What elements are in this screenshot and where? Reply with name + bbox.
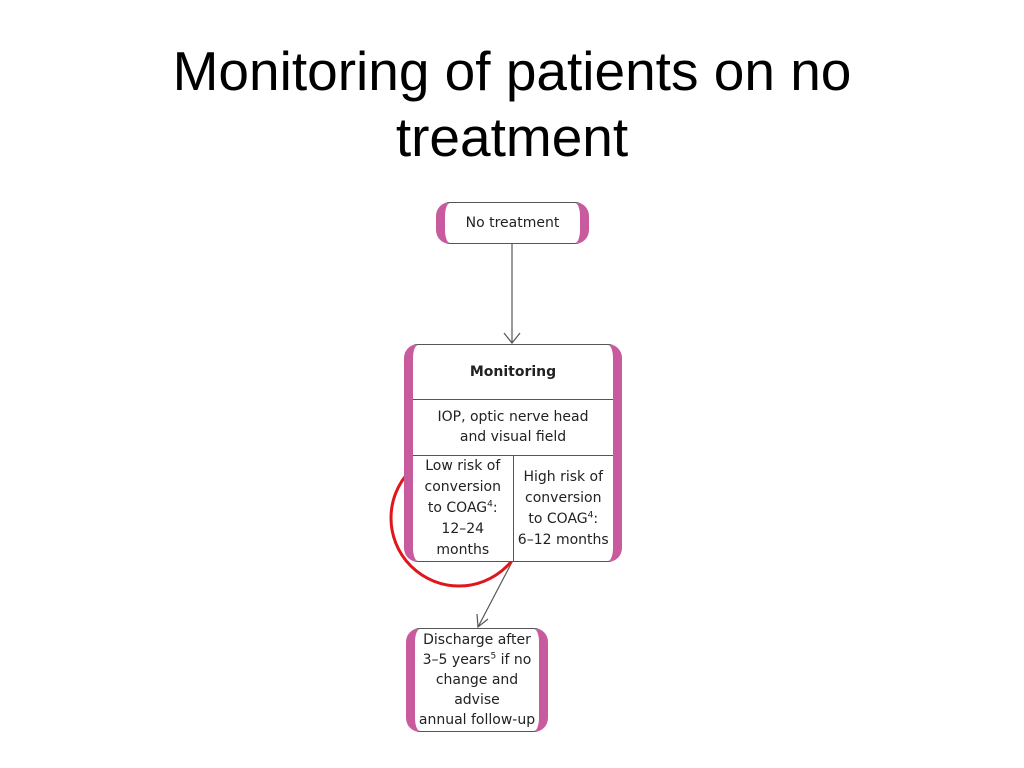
monitoring-heading: Monitoring <box>413 345 613 400</box>
discharge-line-4: annual follow-up <box>418 712 536 728</box>
no-treatment-label: No treatment <box>465 215 560 231</box>
slide-title-line-1: Monitoring of patients on no <box>172 40 852 102</box>
low-risk-interval: 12–24 months <box>436 521 490 558</box>
high-risk-coag: to COAG4: <box>528 509 598 530</box>
high-risk-interval: 6–12 months <box>517 531 609 548</box>
arrowhead-monitoring <box>503 332 521 344</box>
discharge-line-3: change and advise <box>435 672 519 708</box>
discharge-years-ref: 5 <box>490 651 497 662</box>
no-treatment-box: No treatment <box>436 202 589 244</box>
slide-title: Monitoring of patients on no treatment <box>0 38 1024 170</box>
high-risk-coag-text: to COAG <box>528 510 588 527</box>
monitoring-measures-line-1: IOP, optic nerve head <box>437 409 589 426</box>
discharge-years: 3–5 years <box>422 652 491 668</box>
high-risk-cell: High risk of conversion to COAG4: 6–12 m… <box>514 456 614 561</box>
discharge-line-1: Discharge after <box>423 632 531 648</box>
low-risk-line-1: Low risk of <box>425 458 501 474</box>
high-risk-line-1: High risk of <box>523 468 604 485</box>
arrow-monitoring-to-discharge <box>477 561 513 628</box>
high-risk-coag-suffix: : <box>593 510 599 527</box>
low-risk-coag: to COAG4: <box>428 498 498 519</box>
low-risk-line-2: conversion <box>424 479 501 495</box>
high-risk-coag-ref: 4 <box>587 509 594 520</box>
low-risk-cell: Low risk of conversion to COAG4: 12–24 m… <box>413 456 514 561</box>
slide-title-line-2: treatment <box>395 106 629 168</box>
monitoring-box: Monitoring IOP, optic nerve head and vis… <box>404 344 622 562</box>
low-risk-coag-suffix: : <box>492 500 498 516</box>
risk-split: Low risk of conversion to COAG4: 12–24 m… <box>413 456 613 561</box>
discharge-box: Discharge after 3–5 years5 if no change … <box>406 628 548 732</box>
high-risk-line-2: conversion <box>525 489 602 506</box>
low-risk-coag-text: to COAG <box>427 500 488 516</box>
discharge-line-2: 3–5 years5 if no <box>423 650 532 670</box>
monitoring-measures: IOP, optic nerve head and visual field <box>413 400 613 456</box>
discharge-condition: if no <box>496 652 532 668</box>
low-risk-coag-ref: 4 <box>487 499 493 510</box>
monitoring-measures-line-2: and visual field <box>459 429 567 446</box>
arrowhead-discharge <box>476 613 489 629</box>
